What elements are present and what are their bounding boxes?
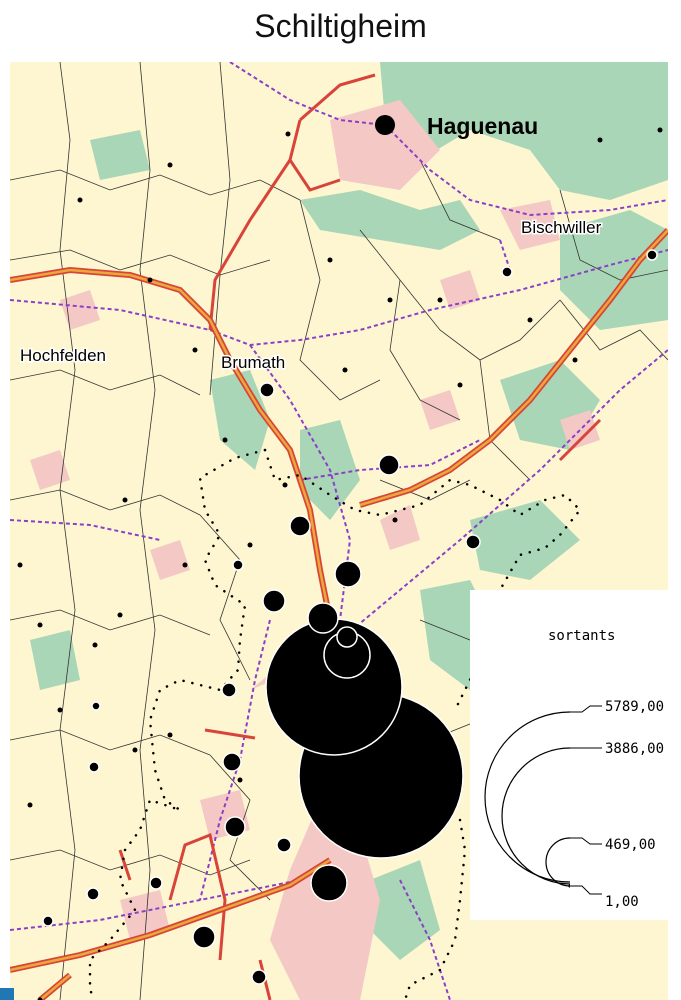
- haguenau-marker: [375, 115, 395, 135]
- flow-circle: [465, 534, 481, 550]
- legend-arc-469: [545, 837, 571, 887]
- flow-circle: [192, 925, 216, 949]
- place-label-brumath: Brumath: [221, 353, 285, 372]
- place-label-bischwiller: Bischwiller: [521, 218, 602, 237]
- legend-panel: [470, 590, 668, 920]
- flow-circle: [307, 602, 339, 634]
- flow-circle: [646, 249, 658, 261]
- motorways: [10, 227, 668, 1000]
- legend-arc-1: [568, 884, 571, 888]
- legend-value-5789: 5789,00: [605, 699, 664, 715]
- map-frame: Haguenau Bischwiller Hochfelden Brumath …: [10, 62, 668, 1000]
- flow-circle: [276, 837, 292, 853]
- flow-circle: [262, 589, 286, 613]
- study-area-boundary: [88, 448, 582, 1000]
- corner-fragment: [0, 988, 14, 1000]
- flow-circle: [336, 626, 358, 648]
- place-label-haguenau: Haguenau: [427, 113, 538, 139]
- flow-circle: [86, 887, 100, 901]
- flow-circle: [334, 560, 362, 588]
- legend-symbols: [484, 711, 571, 888]
- legend-value-469: 469,00: [605, 837, 656, 853]
- legend-value-3886: 3886,00: [605, 741, 664, 757]
- minor-commune-dots: [17, 127, 663, 1000]
- flow-circle: [232, 559, 244, 571]
- legend-leaders: [570, 705, 602, 895]
- roads: [118, 73, 602, 1000]
- flow-circle: [378, 454, 400, 476]
- flow-circle: [91, 701, 101, 711]
- map-title: Schiltigheim: [254, 8, 427, 44]
- flow-circle: [289, 515, 311, 537]
- flow-circle: [88, 761, 100, 773]
- flow-circle: [501, 266, 513, 278]
- flow-circle: [310, 864, 348, 902]
- place-label-hochfelden: Hochfelden: [20, 346, 106, 365]
- flow-circle: [251, 969, 267, 985]
- flow-circle: [222, 752, 242, 772]
- legend-value-1: 1,00: [605, 894, 639, 910]
- flow-circle: [149, 876, 163, 890]
- flow-circle: [221, 682, 237, 698]
- flow-circle: [224, 816, 246, 838]
- flow-circle: [42, 915, 54, 927]
- legend-title: sortants: [548, 628, 615, 644]
- flow-circles: [42, 249, 658, 985]
- flow-circle: [259, 382, 275, 398]
- boundary-west: [88, 448, 267, 1000]
- legend-arc-3886: [501, 747, 571, 885]
